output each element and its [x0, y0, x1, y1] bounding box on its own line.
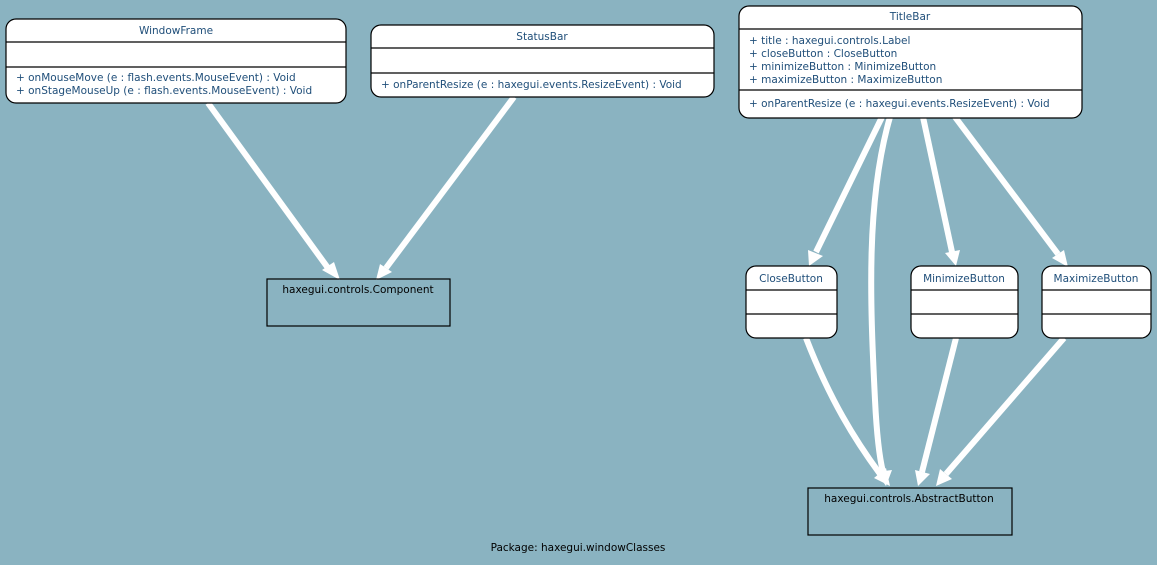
- class-titlebar-attribute: + closeButton : CloseButton: [749, 48, 897, 60]
- external-class-abstractbutton-name: haxegui.controls.AbstractButton: [824, 493, 993, 505]
- arrowhead-titlebar-maximizebutton: [1052, 250, 1068, 267]
- class-statusbar-name: StatusBar: [516, 31, 568, 43]
- external-class-abstractbutton[interactable]: haxegui.controls.AbstractButton: [807, 487, 1013, 536]
- arrowhead-statusbar-component: [376, 264, 392, 280]
- external-class-component-box: [266, 278, 451, 327]
- arrowhead-closebutton-abstractbutton: [874, 468, 890, 486]
- arrowhead-titlebar-minimizebutton: [945, 250, 960, 266]
- class-titlebar-attribute: + title : haxegui.controls.Label: [749, 35, 910, 47]
- edges: [205, 95, 1068, 486]
- edge-maximizebutton-abstractbutton: [943, 336, 1067, 476]
- edge-titlebar-abstractbutton: [868, 116, 893, 473]
- class-minimizebutton[interactable]: MinimizeButton: [910, 265, 1019, 339]
- class-titlebar-attribute: + minimizeButton : MinimizeButton: [749, 61, 936, 73]
- edge-titlebar-closebutton: [813, 115, 885, 254]
- package-label: Package: haxegui.windowClasses: [491, 542, 666, 554]
- arrowhead-windowframe-component: [322, 262, 340, 280]
- class-windowframe[interactable]: WindowFrame + onMouseMove (e : flash.eve…: [5, 18, 347, 104]
- arrowhead-maximizebutton-abstractbutton: [936, 469, 952, 486]
- edge-closebutton-abstractbutton: [803, 336, 883, 476]
- class-closebutton-box: [745, 265, 838, 339]
- external-class-abstractbutton-box: [807, 487, 1013, 536]
- edge-statusbar-component: [383, 95, 517, 270]
- arrowhead-minimizebutton-abstractbutton: [915, 470, 930, 486]
- class-closebutton-name: CloseButton: [759, 273, 823, 285]
- class-titlebar-attribute: + maximizeButton : MaximizeButton: [749, 74, 942, 86]
- class-minimizebutton-box: [910, 265, 1019, 339]
- class-statusbar[interactable]: StatusBar + onParentResize (e : haxegui.…: [370, 24, 715, 98]
- class-minimizebutton-name: MinimizeButton: [923, 273, 1005, 285]
- class-windowframe-name: WindowFrame: [139, 25, 213, 37]
- class-closebutton[interactable]: CloseButton: [745, 265, 838, 339]
- edge-windowframe-component: [205, 101, 331, 270]
- class-maximizebutton[interactable]: MaximizeButton: [1041, 265, 1152, 339]
- class-titlebar-method: + onParentResize (e : haxegui.events.Res…: [749, 98, 1050, 110]
- class-windowframe-method: + onStageMouseUp (e : flash.events.Mouse…: [16, 85, 312, 97]
- class-windowframe-box: [5, 18, 347, 104]
- class-statusbar-box: [370, 24, 715, 98]
- class-maximizebutton-name: MaximizeButton: [1054, 273, 1139, 285]
- arrowhead-titlebar-closebutton: [808, 250, 823, 266]
- edge-titlebar-maximizebutton: [952, 115, 1061, 256]
- edge-minimizebutton-abstractbutton: [919, 337, 959, 473]
- class-statusbar-method: + onParentResize (e : haxegui.events.Res…: [381, 79, 682, 91]
- class-windowframe-method: + onMouseMove (e : flash.events.MouseEve…: [16, 72, 296, 84]
- edge-titlebar-minimizebutton: [920, 116, 955, 253]
- class-titlebar[interactable]: TitleBar + title : haxegui.controls.Labe…: [738, 5, 1083, 119]
- external-class-component-name: haxegui.controls.Component: [282, 284, 433, 296]
- class-titlebar-name: TitleBar: [889, 11, 931, 23]
- class-maximizebutton-box: [1041, 265, 1152, 339]
- external-class-component[interactable]: haxegui.controls.Component: [266, 278, 451, 327]
